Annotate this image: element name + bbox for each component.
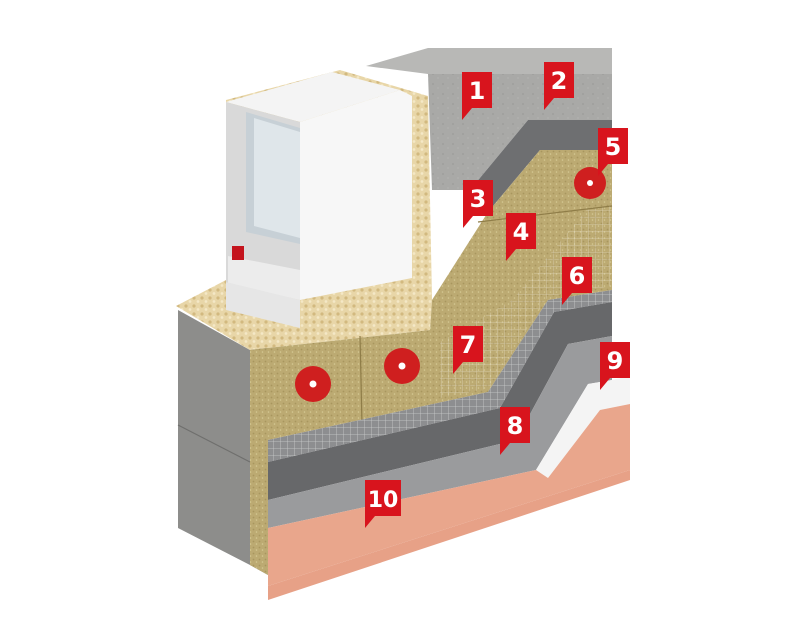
- decorative-render-front: [268, 470, 630, 600]
- base-coat-layer: [268, 302, 612, 500]
- callout-marker-8: 8: [500, 407, 530, 455]
- callout-number: 2: [551, 67, 568, 95]
- window-icon: [226, 72, 412, 328]
- mesh-overlay: [268, 290, 612, 462]
- dowel-icon: [295, 366, 331, 402]
- board-joint: [477, 205, 613, 223]
- callout-number: 10: [368, 488, 399, 513]
- board-joint: [359, 335, 363, 426]
- callout-number: 5: [605, 133, 622, 161]
- callout-number: 6: [569, 262, 586, 290]
- marker-layer: 1 2 34 5 6 7 8 9 10: [365, 62, 630, 528]
- white-primer-layer: [536, 376, 630, 478]
- callout-number: 4: [513, 218, 530, 246]
- callout-marker-5: 5: [598, 128, 628, 176]
- primer-layer: [268, 336, 612, 528]
- callout-marker-6: 6: [562, 257, 592, 305]
- mineral-wool-board: [250, 150, 612, 575]
- callout-marker-1: 1: [462, 72, 492, 120]
- callout-marker-10: 10: [365, 480, 401, 528]
- callout-number: 9: [607, 347, 624, 375]
- concrete-wall-side: [178, 310, 250, 565]
- callout-marker-2: 2: [544, 62, 574, 110]
- callout-marker-3: 3: [463, 180, 493, 228]
- dowel-icon: [384, 348, 420, 384]
- callout-number: 8: [507, 412, 524, 440]
- callout-number: 3: [470, 185, 487, 213]
- decorative-render-layer: [268, 404, 630, 586]
- concrete-joint: [177, 424, 251, 463]
- callout-number: 7: [460, 331, 477, 359]
- callout-marker-4: 4: [506, 213, 536, 261]
- callout-marker-9: 9: [600, 342, 630, 390]
- callout-number: 1: [469, 77, 486, 105]
- concrete-wall-top: [366, 48, 612, 74]
- callout-marker-7: 7: [453, 326, 483, 374]
- adhesive-layer: [470, 120, 612, 214]
